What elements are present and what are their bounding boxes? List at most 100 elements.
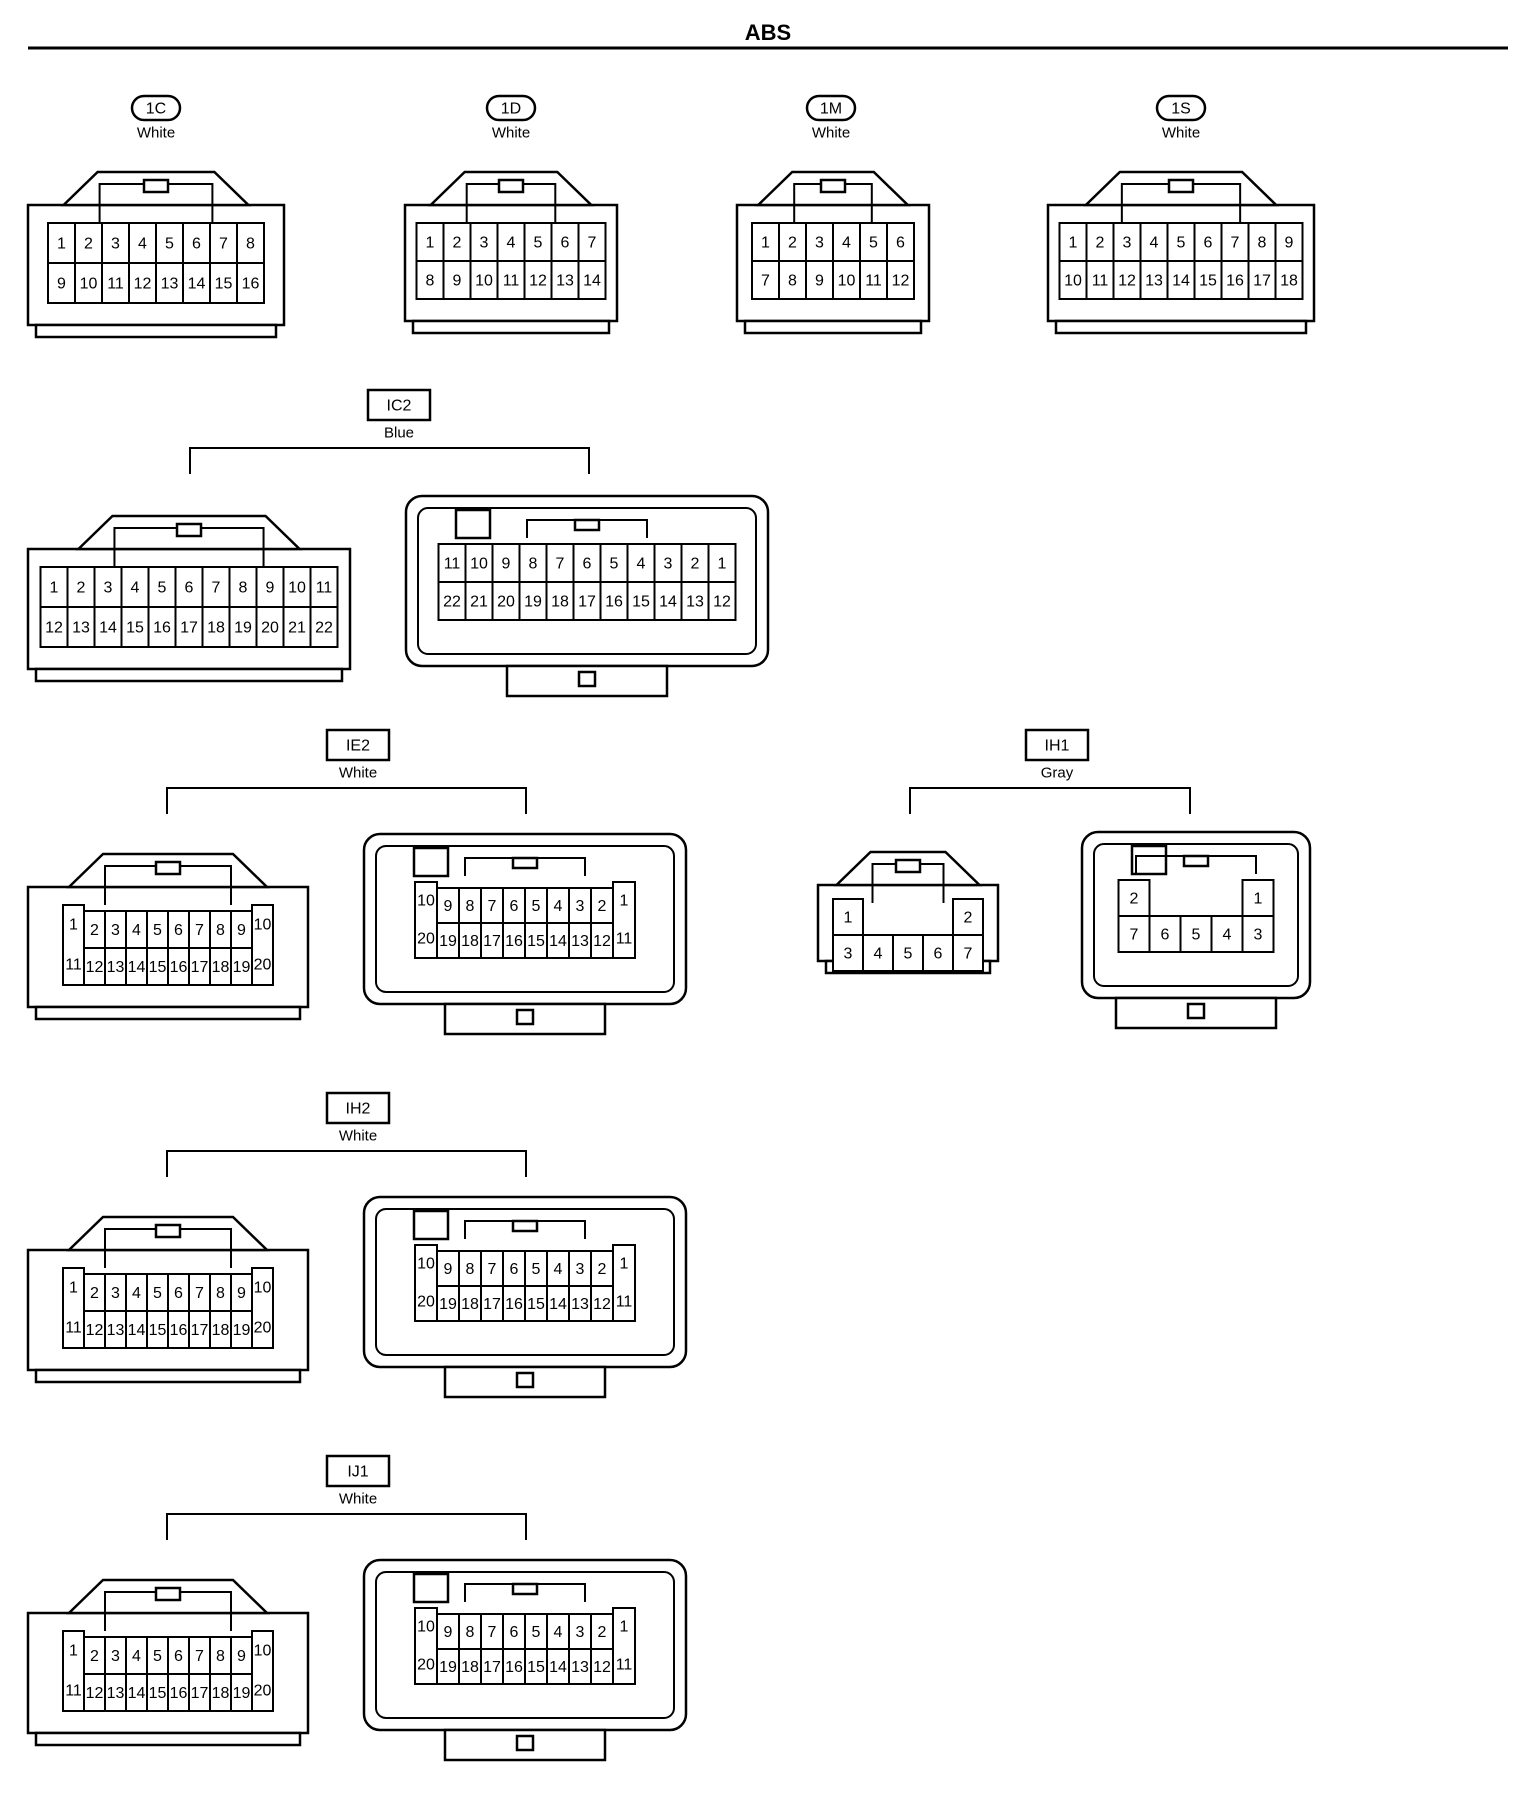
- pin-number: 4: [637, 556, 646, 573]
- pin-cell: [550, 222, 580, 262]
- pin-number: 21: [288, 620, 306, 637]
- pin-number: 4: [507, 235, 516, 252]
- pin-number: 6: [510, 1624, 519, 1641]
- key-slot: [1130, 844, 1168, 876]
- pin-number: 17: [483, 1296, 501, 1313]
- pin-frame: [251, 1630, 274, 1712]
- pin-number: 12: [45, 620, 63, 637]
- pin-cell: [1166, 260, 1196, 300]
- pin-cell: [1117, 915, 1151, 953]
- pin-number: 17: [180, 620, 198, 637]
- pin-number: 6: [174, 922, 183, 939]
- pin-number: 3: [815, 235, 824, 252]
- pin-number: 8: [239, 580, 248, 597]
- pin-number: 2: [90, 1285, 99, 1302]
- pin-number: 10: [417, 1619, 435, 1636]
- connector-id: IE2: [346, 738, 370, 755]
- pin-number: 12: [1118, 273, 1136, 290]
- pin-number: 3: [104, 580, 113, 597]
- pin-number: 7: [488, 1624, 497, 1641]
- pin-number: 14: [549, 1296, 567, 1313]
- pin-cell: [74, 262, 103, 304]
- pin-number: 5: [153, 1648, 162, 1665]
- pin-number: 9: [1285, 235, 1294, 252]
- pin-number: 13: [161, 276, 179, 293]
- pin-number: 2: [90, 1648, 99, 1665]
- pin-number: 5: [532, 1261, 541, 1278]
- pin-number: 7: [588, 235, 597, 252]
- pin-number: 12: [134, 276, 152, 293]
- connector-base: [1054, 319, 1308, 335]
- pin-number: 14: [1172, 273, 1190, 290]
- latch-tab: [1182, 854, 1210, 868]
- pin-cell: [1085, 260, 1115, 300]
- pin-number: 9: [237, 1648, 246, 1665]
- pin-number: 8: [466, 1261, 475, 1278]
- pin-number: 2: [1096, 235, 1105, 252]
- pin-number: 7: [488, 1261, 497, 1278]
- pin-cell: [545, 581, 575, 621]
- pin-number: 3: [1123, 235, 1132, 252]
- pin-cell: [653, 581, 683, 621]
- pin-number: 5: [1192, 927, 1201, 944]
- pin-number: 4: [132, 1285, 141, 1302]
- pin-number: 12: [86, 959, 104, 976]
- pin-number: 18: [461, 1659, 479, 1676]
- pin-frame: [612, 881, 636, 959]
- pin-number: 17: [191, 1685, 209, 1702]
- pin-number: 6: [583, 556, 592, 573]
- pin-number: 5: [1177, 235, 1186, 252]
- pin-cell: [415, 260, 445, 300]
- connector-color: White: [492, 125, 530, 142]
- pin-number: 8: [529, 556, 538, 573]
- pin-number: 11: [865, 273, 882, 290]
- connector-color: Gray: [1041, 765, 1074, 782]
- connector-color: White: [812, 125, 850, 142]
- latch-tab: [511, 856, 539, 870]
- pin-number: 3: [111, 922, 120, 939]
- pin-number: 8: [216, 1648, 225, 1665]
- pin-number: 19: [233, 1322, 251, 1339]
- pin-number: 11: [616, 1294, 633, 1311]
- connector-id: 1C: [146, 101, 166, 118]
- pin-number: 6: [185, 580, 194, 597]
- connector-color: White: [1162, 125, 1200, 142]
- latch-tab: [154, 1586, 182, 1602]
- pin-number: 1: [426, 235, 435, 252]
- pin-cell: [1058, 222, 1088, 262]
- pin-number: 2: [453, 235, 462, 252]
- latch-tab: [142, 178, 170, 194]
- pin-number: 13: [571, 1659, 589, 1676]
- pin-number: 11: [107, 276, 124, 293]
- pin-number: 20: [417, 1657, 435, 1674]
- pin-number: 7: [556, 556, 565, 573]
- pin-cell: [952, 934, 984, 972]
- connector-color: White: [339, 1491, 377, 1508]
- connector-id-frame: [1155, 94, 1207, 122]
- pin-cell: [778, 260, 807, 300]
- pin-number: 5: [158, 580, 167, 597]
- latch-tab: [511, 1219, 539, 1233]
- pin-number: 13: [571, 1296, 589, 1313]
- pin-number: 9: [444, 1261, 453, 1278]
- pin-cell: [415, 222, 445, 262]
- pin-cell: [577, 260, 607, 300]
- pair-bracket: [166, 787, 527, 814]
- pin-number: 3: [844, 946, 853, 963]
- connector-base: [34, 1368, 302, 1384]
- pin-number: 11: [316, 580, 333, 597]
- pair-bracket: [166, 1513, 527, 1540]
- pin-cell: [442, 260, 472, 300]
- pin-number: 15: [126, 620, 144, 637]
- pin-number: 22: [315, 620, 333, 637]
- housing-inner: [375, 1571, 675, 1719]
- pin-cell: [39, 566, 69, 608]
- pin-number: 15: [527, 1659, 545, 1676]
- pin-number: 12: [86, 1322, 104, 1339]
- pin-number: 20: [497, 594, 515, 611]
